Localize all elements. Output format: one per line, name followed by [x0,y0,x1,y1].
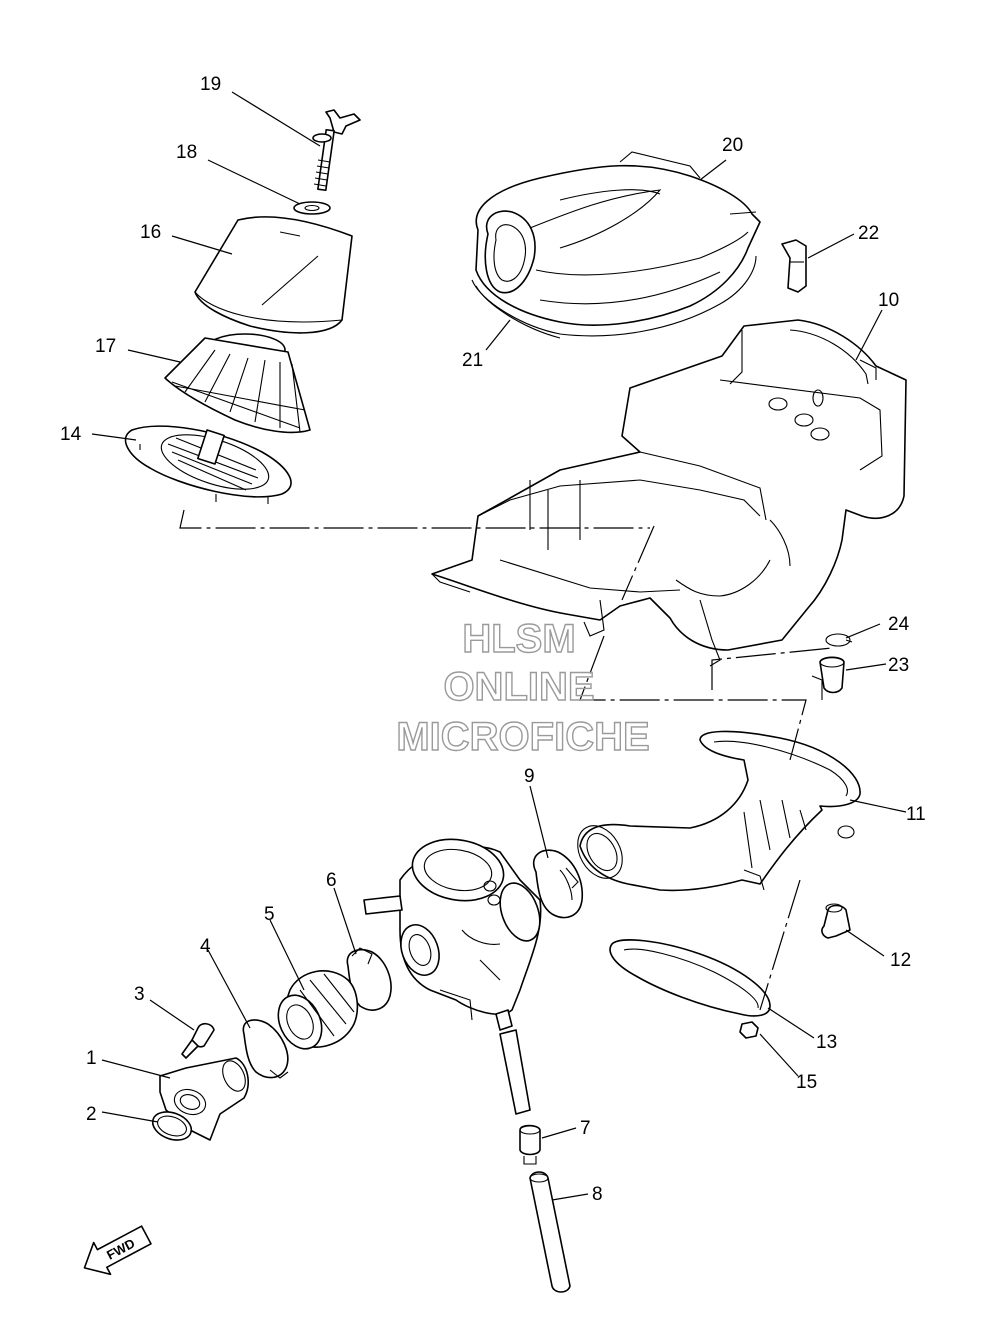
watermark-line-1: HLSM [462,617,575,661]
part-7-drain-fitting[interactable] [519,1124,541,1165]
callout-21: 21 [462,350,483,371]
callout-17: 17 [95,336,116,357]
watermark-line-2: ONLINE [443,665,594,709]
callout-19: 19 [200,74,221,95]
watermark-line-3: MICROFICHE [396,715,649,759]
part-11-filter-joint[interactable] [569,730,861,892]
callout-4: 4 [200,936,211,957]
callout-2: 2 [86,1104,97,1125]
part-9-hose-clamp[interactable] [533,849,583,919]
callout-24: 24 [888,614,910,635]
part-15-nut[interactable] [739,1021,759,1039]
callout-14: 14 [60,424,82,445]
part-14-filter-seat[interactable] [124,424,292,504]
callout-5: 5 [264,904,275,925]
watermark: HLSM ONLINE MICROFICHE [396,616,651,759]
callout-13: 13 [816,1032,837,1053]
part-18-washer[interactable] [293,201,331,215]
callout-15: 15 [796,1072,817,1093]
part-10-airbox-case[interactable] [431,319,907,667]
callout-10: 10 [878,290,899,311]
callout-23: 23 [888,655,909,676]
callout-22: 22 [858,223,879,244]
part-24-small-clamp[interactable] [825,633,853,647]
part-2-o-ring[interactable] [149,1107,195,1145]
callout-7: 7 [580,1118,591,1139]
part-22-clip[interactable] [781,239,807,293]
part-3-bolt[interactable] [181,1022,215,1059]
part-17-filter-guide[interactable] [164,333,311,434]
callout-6: 6 [326,870,337,891]
carburetor-drain-tube [499,1029,531,1115]
fwd-arrow-icon: FWD [83,1225,152,1276]
assembly-reference-lines [179,509,833,1011]
part-8-drain-hose[interactable] [529,1171,571,1293]
callout-12: 12 [890,950,911,971]
part-19-wing-bolt[interactable] [312,109,361,192]
callout-20: 20 [722,135,743,156]
callout-8: 8 [592,1184,603,1205]
callout-3: 3 [134,984,145,1005]
callout-18: 18 [176,142,197,163]
part-12-breather-elbow[interactable] [821,903,851,939]
part-13-gasket[interactable] [609,939,771,1017]
part-23-drain-cap[interactable] [811,656,845,700]
part-21-cover-seal[interactable] [471,255,757,339]
part-20-airbox-cover[interactable] [475,151,761,326]
leader-lines [91,91,907,1201]
part-16-air-filter-element[interactable] [194,216,353,334]
callout-labels: 19 18 16 17 14 20 21 22 10 24 23 11 12 1… [60,74,926,1205]
part-4-hose-clamp[interactable] [242,1019,289,1079]
callout-9: 9 [524,766,535,787]
callout-1: 1 [86,1048,97,1069]
carburetor[interactable] [363,832,547,1031]
callout-16: 16 [140,222,161,243]
callout-11: 11 [906,804,926,825]
